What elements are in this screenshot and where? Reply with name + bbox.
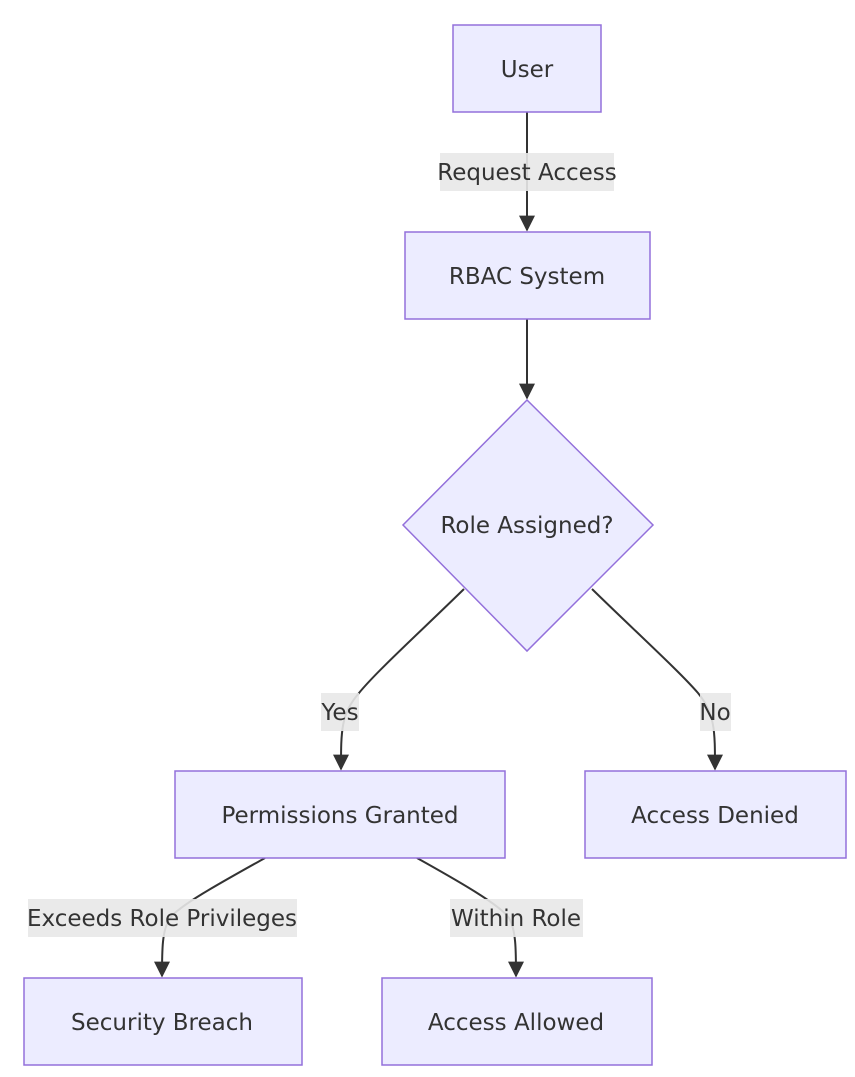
node-security-breach-label: Security Breach [71,1010,253,1036]
node-access-allowed-label: Access Allowed [428,1010,604,1036]
edge-role-denied [591,588,723,771]
node-security-breach[interactable]: Security Breach [23,977,303,1066]
node-rbac-system[interactable]: RBAC System [404,231,651,320]
node-permissions-granted[interactable]: Permissions Granted [174,770,506,859]
edge-label-request-access-text: Request Access [437,160,616,186]
node-role-assigned[interactable]: Role Assigned? [401,398,655,653]
node-role-assigned-diamond [401,398,655,653]
edge-label-exceeds-role-privileges: Exceeds Role Privileges [27,899,297,937]
node-permissions-granted-label: Permissions Granted [221,803,458,829]
node-rbac-system-label: RBAC System [449,264,605,290]
nodes: User RBAC System Role Assigned? Permissi… [23,24,847,1066]
edge-label-request-access: Request Access [437,153,617,191]
edge-label-no-text: No [699,700,730,726]
node-access-denied-box [584,770,847,859]
edge-label-no: No [699,693,731,731]
edge-label-yes: Yes [320,693,359,731]
edge-label-request-access-bg [440,153,614,191]
edge-label-within-role: Within Role [450,899,583,937]
node-user-label: User [501,57,554,83]
node-access-allowed[interactable]: Access Allowed [381,977,653,1066]
node-role-assigned-label: Role Assigned? [440,513,613,539]
node-permissions-granted-box [174,770,506,859]
node-access-allowed-box [381,977,653,1066]
edge-label-exceeds-text: Exceeds Role Privileges [27,906,297,932]
edge-label-yes-text: Yes [320,700,358,726]
edge-label-within-bg [450,899,583,937]
node-access-denied-label: Access Denied [631,803,799,829]
node-user[interactable]: User [452,24,602,113]
edge-label-exceeds-bg [28,899,297,937]
node-user-box [452,24,602,113]
edge-label-within-text: Within Role [451,906,581,932]
edge-role-perm [333,588,465,771]
edge-label-yes-bg [321,693,359,731]
node-rbac-system-box [404,231,651,320]
node-access-denied[interactable]: Access Denied [584,770,847,859]
edge-label-no-bg [700,693,731,731]
edge-labels: Request Access Yes No Exceeds Role Privi… [27,153,731,937]
node-security-breach-box [23,977,303,1066]
